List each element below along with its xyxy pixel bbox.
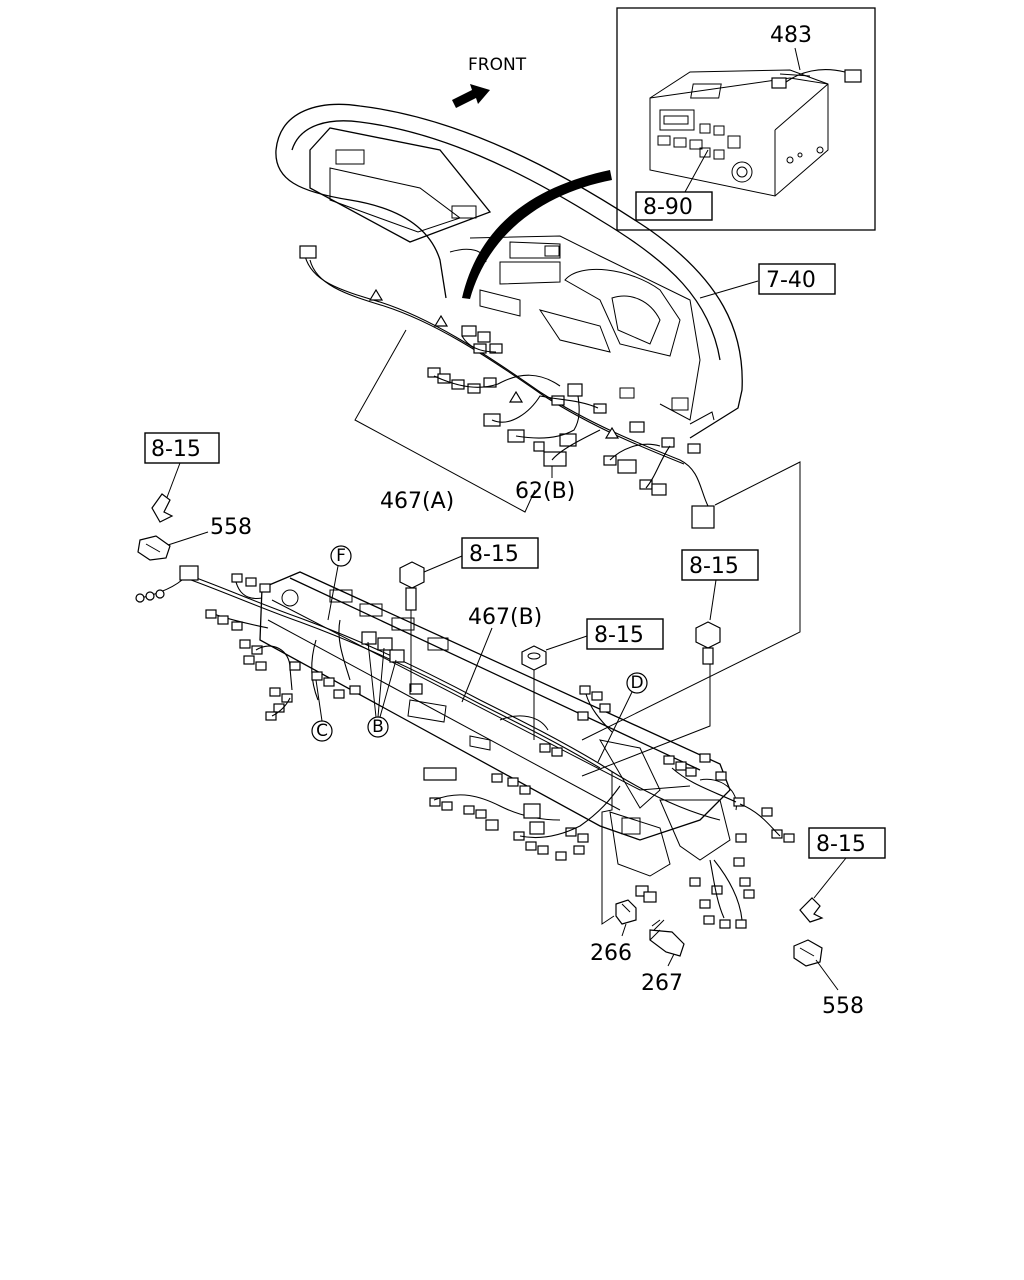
marker-b: B xyxy=(367,641,397,738)
inset-frame xyxy=(616,7,876,231)
connector-558-left xyxy=(137,535,171,561)
connector-558-right xyxy=(793,939,823,967)
label-483: 483 xyxy=(770,23,812,48)
clip-icon-right xyxy=(799,897,824,923)
label-467a: 467(A) xyxy=(380,489,454,514)
label-8-15-right: 8-15 xyxy=(816,832,866,857)
label-62b: 62(B) xyxy=(515,479,575,504)
bolt-left xyxy=(399,561,425,692)
instrument-panel xyxy=(275,103,743,439)
marker-f: F xyxy=(327,545,352,621)
bracket-right xyxy=(581,461,801,741)
bolt-267 xyxy=(649,919,685,957)
marker-c: C xyxy=(311,679,333,742)
svg-text:B: B xyxy=(372,717,384,737)
bolt-right xyxy=(581,621,721,777)
clip-icon-left xyxy=(151,493,174,523)
label-8-15-top-left: 8-15 xyxy=(151,437,201,462)
harness-467a xyxy=(299,245,715,529)
nut xyxy=(521,645,547,740)
front-arrow-icon xyxy=(452,84,490,108)
ref-box-8-15-right xyxy=(808,827,886,859)
label-8-15-bolt-left: 8-15 xyxy=(469,542,519,567)
bracket-467a xyxy=(354,329,536,513)
svg-text:F: F xyxy=(336,546,346,566)
label-7-40: 7-40 xyxy=(766,268,816,293)
label-558-right: 558 xyxy=(822,994,864,1019)
ref-box-8-15-top-left xyxy=(144,432,220,464)
leader-483 xyxy=(794,47,801,71)
ref-box-8-15-bolt-right xyxy=(681,549,759,581)
leader-266 xyxy=(621,923,627,937)
label-267: 267 xyxy=(641,971,683,996)
marker-d: D xyxy=(597,672,648,763)
leader-467b xyxy=(461,627,493,703)
label-266: 266 xyxy=(590,941,632,966)
svg-text:C: C xyxy=(316,721,328,741)
leader-8-15-nut xyxy=(545,635,588,651)
leader-8-15-bolt-right xyxy=(709,579,717,621)
harness-467b xyxy=(135,565,795,929)
leader-8-15-right xyxy=(813,857,847,899)
ref-box-8-15-bolt-left xyxy=(461,537,539,569)
leader-267 xyxy=(667,953,675,967)
inset-panel: 483 8-90 xyxy=(616,7,876,231)
radio-unit xyxy=(649,69,829,197)
leader-8-15-top-left xyxy=(165,462,181,501)
radio-cable xyxy=(771,69,862,89)
ref-box-8-15-nut xyxy=(586,618,664,650)
ref-box-7-40 xyxy=(758,263,836,295)
leader-8-15-bolt-left xyxy=(423,555,463,573)
front-direction: FRONT xyxy=(452,55,527,108)
front-label: FRONT xyxy=(468,55,527,75)
bracket-266 xyxy=(601,772,615,925)
leader-8-90 xyxy=(684,149,709,193)
clip-266 xyxy=(615,899,637,925)
label-8-90: 8-90 xyxy=(643,195,693,220)
svg-text:D: D xyxy=(630,673,643,693)
label-558-left: 558 xyxy=(210,515,252,540)
leader-558-right xyxy=(815,959,839,991)
label-8-15-nut: 8-15 xyxy=(594,623,644,648)
label-8-15-bolt-right: 8-15 xyxy=(689,554,739,579)
ref-box-8-90 xyxy=(635,191,713,221)
leader-7-40 xyxy=(699,280,759,299)
inset-pointer-arc xyxy=(462,170,612,299)
leader-558-left xyxy=(167,531,209,546)
label-467b: 467(B) xyxy=(468,605,542,630)
